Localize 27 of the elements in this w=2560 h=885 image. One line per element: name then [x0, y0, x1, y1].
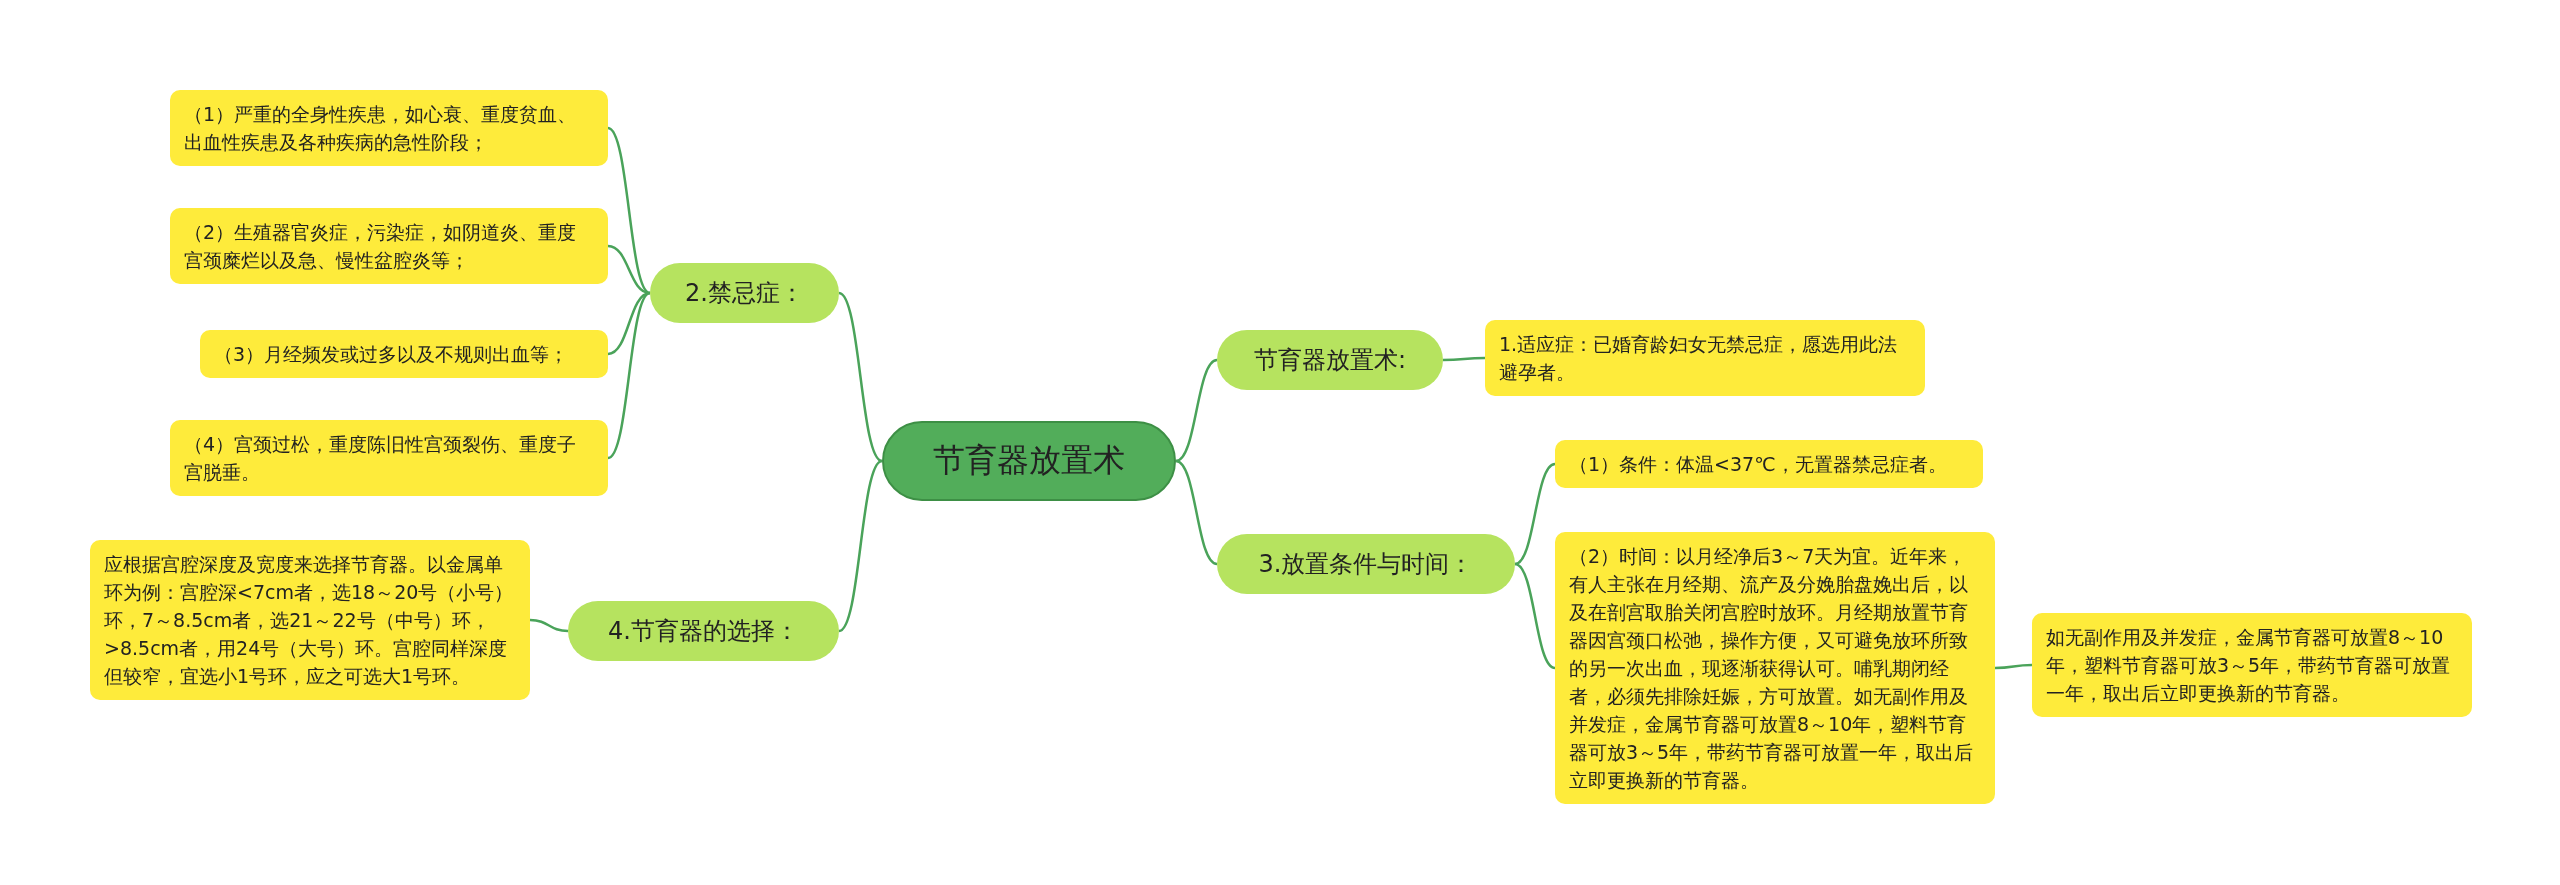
connector-line: [1175, 459, 1218, 566]
connector-line: [607, 291, 651, 356]
branch-topic: 节育器放置术:: [1217, 330, 1443, 390]
central-topic: 节育器放置术: [882, 421, 1176, 501]
note-box: （3）月经频发或过多以及不规则出血等；: [200, 330, 608, 378]
branch-topic: 2.禁忌症：: [650, 263, 839, 323]
note-box: 应根据宫腔深度及宽度来选择节育器。以金属单环为例：宫腔深<7cm者，选18～20号（小号）环，7～8.5cm者，选21～22号（中号）环，>8.5cm者，用24号（大号）环。宫腔同样深度但较窄，宜选小1号环，应之可选大1号环。: [90, 540, 530, 700]
note-box: （1）严重的全身性疾患，如心衰、重度贫血、出血性疾患及各种疾病的急性阶段；: [170, 90, 608, 166]
connector-line: [1514, 562, 1556, 670]
connector-line: [1443, 356, 1485, 362]
connector-line: [607, 291, 651, 460]
note-box: （2）时间：以月经净后3～7天为宜。近年来，有人主张在月经期、流产及分娩胎盘娩出后，以及在剖宫取胎关闭宫腔时放环。月经期放置节育器因宫颈口松弛，操作方便，又可避免放环所致的另一次出血，现逐渐获得认可。哺乳期闭经者，必须先排除妊娠，方可放置。如无副作用及并发症，金属节育器可放置8～10年，塑料节育器可放3～5年，带药节育器可放置一年，取出后立即更换新的节育器。: [1555, 532, 1995, 804]
note-box: （1）条件：体温<37℃，无置器禁忌症者。: [1555, 440, 1983, 488]
note-box: （4）宫颈过松，重度陈旧性宫颈裂伤、重度子宫脱垂。: [170, 420, 608, 496]
connector-line: [607, 244, 651, 295]
branch-topic: 3.放置条件与时间：: [1217, 534, 1515, 594]
note-box: 如无副作用及并发症，金属节育器可放置8～10年，塑料节育器可放3～5年，带药节育器可放置一年，取出后立即更换新的节育器。: [2032, 613, 2472, 717]
note-box: 1.适应症：已婚育龄妇女无禁忌症，愿选用此法避孕者。: [1485, 320, 1925, 396]
connector-line: [1514, 462, 1556, 566]
connector-line: [1995, 663, 2032, 670]
connector-line: [529, 618, 569, 633]
connector-line: [838, 459, 883, 633]
branch-topic: 4.节育器的选择：: [568, 601, 839, 661]
connector-line: [607, 126, 651, 295]
connector-line: [1175, 358, 1218, 463]
connector-line: [838, 291, 883, 463]
note-box: （2）生殖器官炎症，污染症，如阴道炎、重度宫颈糜烂以及急、慢性盆腔炎等；: [170, 208, 608, 284]
